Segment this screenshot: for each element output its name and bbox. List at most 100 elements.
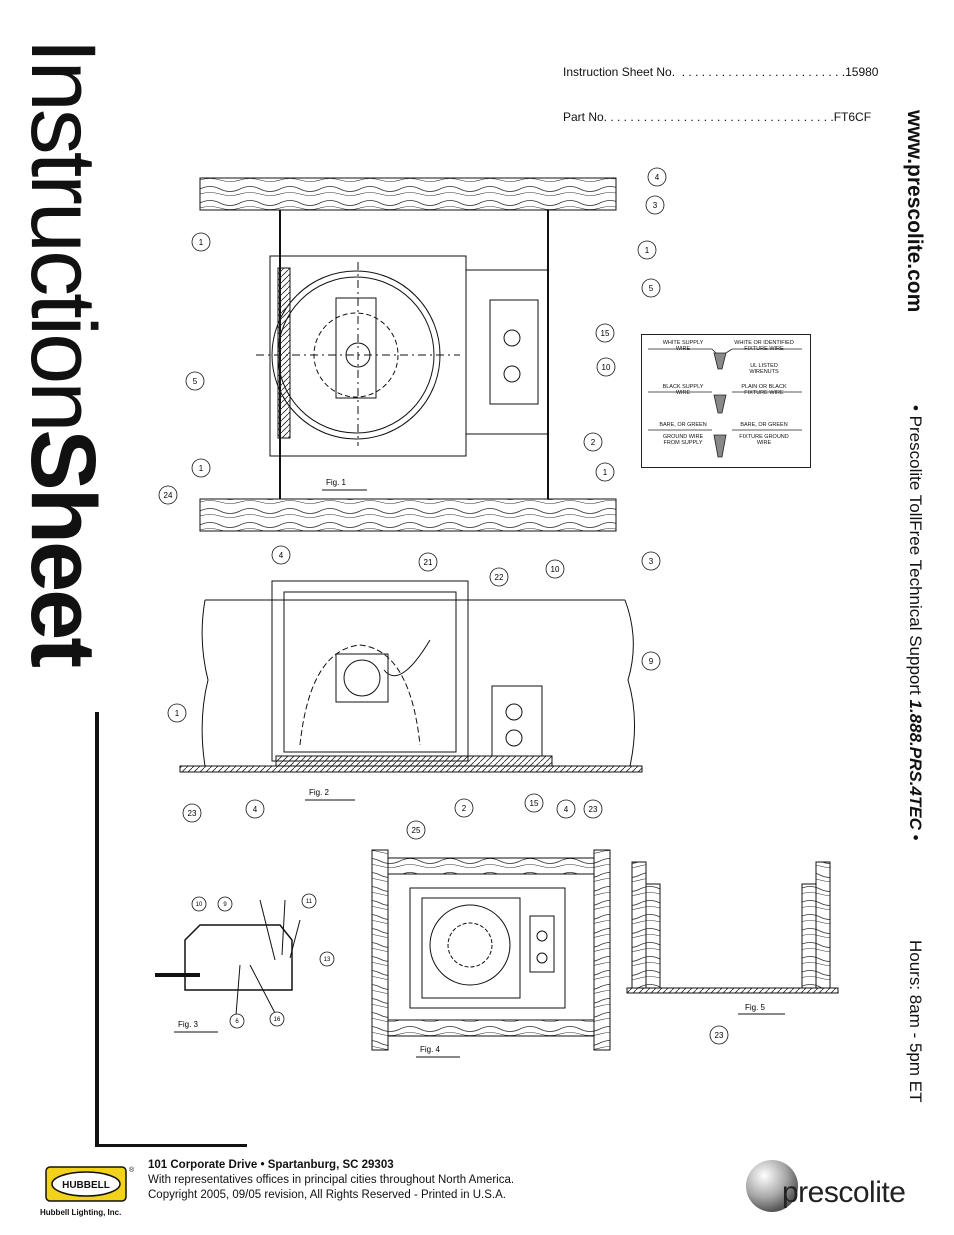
- callout-fig3-16: 16: [269, 1011, 285, 1027]
- prescolite-logo: prescolite: [742, 1158, 932, 1220]
- svg-text:®: ®: [129, 1166, 135, 1174]
- svg-text:15: 15: [530, 799, 539, 808]
- fig2-label: Fig. 2: [309, 788, 330, 797]
- svg-text:1: 1: [603, 468, 608, 477]
- hubbell-logo: HUBBELL ® Hubbell Lighting, Inc.: [40, 1163, 135, 1218]
- svg-text:4: 4: [564, 805, 569, 814]
- callout-fig2-25: 25: [406, 820, 426, 840]
- page-title: InstructionSheet: [14, 30, 124, 730]
- svg-text:2: 2: [591, 438, 596, 447]
- svg-text:10: 10: [602, 363, 611, 372]
- figure-4: [371, 849, 611, 1051]
- hubbell-caption: Hubbell Lighting, Inc.: [40, 1208, 121, 1217]
- callout-fig2-15: 15: [524, 793, 544, 813]
- svg-text:9: 9: [223, 902, 227, 908]
- svg-text:3: 3: [649, 557, 654, 566]
- callout-fig1-5: 5: [641, 278, 661, 298]
- svg-text:9: 9: [649, 657, 654, 666]
- support-suffix: •: [906, 830, 925, 841]
- callout-fig2-1: 1: [167, 703, 187, 723]
- svg-text:11: 11: [306, 899, 313, 905]
- callout-fig2-9: 9: [641, 651, 661, 671]
- installation-figures: Fig. 1 Fig. 2 Fig. 3: [155, 167, 839, 1058]
- callout-fig2-4: 4: [556, 799, 576, 819]
- svg-text:5: 5: [193, 377, 198, 386]
- svg-text:22: 22: [495, 573, 504, 582]
- callout-fig2-2: 2: [454, 798, 474, 818]
- callout-fig3-11: 11: [301, 893, 317, 909]
- callout-fig1-1: 1: [637, 240, 657, 260]
- svg-text:InstructionSheet: InstructionSheet: [14, 38, 114, 667]
- fig1-label: Fig. 1: [326, 478, 347, 487]
- support-phone: 1.888.PRS.4TEC: [906, 699, 925, 830]
- svg-text:4: 4: [253, 805, 258, 814]
- fig5-label: Fig. 5: [745, 1003, 766, 1012]
- figure-5: [626, 861, 839, 994]
- figure-3: [155, 899, 301, 1016]
- support-sidebar: www.prescolite.com • Prescolite TollFree…: [888, 109, 948, 1130]
- svg-text:15: 15: [601, 329, 610, 338]
- title-bracket-vertical: [95, 712, 99, 1146]
- instruction-sheet-number: Instruction Sheet No. . . . . . . . . . …: [563, 65, 879, 79]
- callout-fig1-3: 3: [645, 195, 665, 215]
- svg-text:6: 6: [235, 1019, 239, 1025]
- callout-fig3-9: 9: [217, 896, 233, 912]
- title-instruction: Instruction: [14, 38, 114, 429]
- svg-text:25: 25: [412, 826, 421, 835]
- callout-fig1-4: 4: [271, 545, 291, 565]
- hubbell-badge-text: HUBBELL: [62, 1180, 110, 1191]
- callout-fig5-23: 23: [709, 1025, 729, 1045]
- callout-fig2-10: 10: [545, 559, 565, 579]
- callout-fig1-2: 2: [583, 432, 603, 452]
- callout-fig1-5: 5: [185, 371, 205, 391]
- svg-text:• Prescolite TollFree Technica: • Prescolite TollFree Technical Support …: [906, 405, 925, 841]
- callout-fig1-1: 1: [191, 458, 211, 478]
- fig4-label: Fig. 4: [420, 1045, 441, 1054]
- support-hours: Hours: 8am - 5pm ET: [906, 940, 925, 1103]
- footer-copyright: Copyright 2005, 09/05 revision, All Righ…: [148, 1189, 506, 1201]
- svg-text:10: 10: [196, 902, 203, 908]
- svg-text:23: 23: [188, 809, 197, 818]
- svg-text:4: 4: [655, 173, 660, 182]
- svg-text:21: 21: [424, 558, 433, 567]
- svg-text:13: 13: [324, 957, 331, 963]
- prescolite-wordmark: prescolite: [782, 1176, 905, 1209]
- callout-fig2-4: 4: [245, 799, 265, 819]
- callout-fig1-10: 10: [596, 357, 616, 377]
- svg-text:23: 23: [589, 805, 598, 814]
- svg-text:1: 1: [645, 246, 650, 255]
- svg-text:5: 5: [649, 284, 654, 293]
- support-prefix: • Prescolite TollFree Technical Support: [906, 405, 925, 699]
- callout-fig1-1: 1: [191, 232, 211, 252]
- callout-fig2-23: 23: [583, 799, 603, 819]
- svg-text:16: 16: [274, 1017, 281, 1023]
- svg-text:1: 1: [199, 238, 204, 247]
- callout-fig1-15: 15: [595, 323, 615, 343]
- svg-text:1: 1: [175, 709, 180, 718]
- callout-fig1-3: 3: [641, 551, 661, 571]
- callout-fig1-24: 24: [158, 485, 178, 505]
- part-number: Part No. . . . . . . . . . . . . . . . .…: [563, 110, 872, 124]
- svg-text:1: 1: [199, 464, 204, 473]
- footer-reps: With representatives offices in principa…: [148, 1174, 515, 1186]
- callout-fig1-1: 1: [595, 462, 615, 482]
- svg-text:3: 3: [653, 201, 658, 210]
- title-bracket-horizontal: [95, 1144, 247, 1147]
- svg-text:2: 2: [462, 804, 467, 813]
- callout-fig3-6: 6: [229, 1013, 245, 1029]
- figure-1: [199, 177, 617, 532]
- callout-fig3-13: 13: [319, 951, 335, 967]
- svg-text:4: 4: [279, 551, 284, 560]
- callout-fig3-10: 10: [191, 896, 207, 912]
- figure-2: [179, 580, 643, 773]
- footer-address: 101 Corporate Drive • Spartanburg, SC 29…: [148, 1159, 394, 1171]
- callout-fig1-4: 4: [647, 167, 667, 187]
- svg-text:23: 23: [715, 1031, 724, 1040]
